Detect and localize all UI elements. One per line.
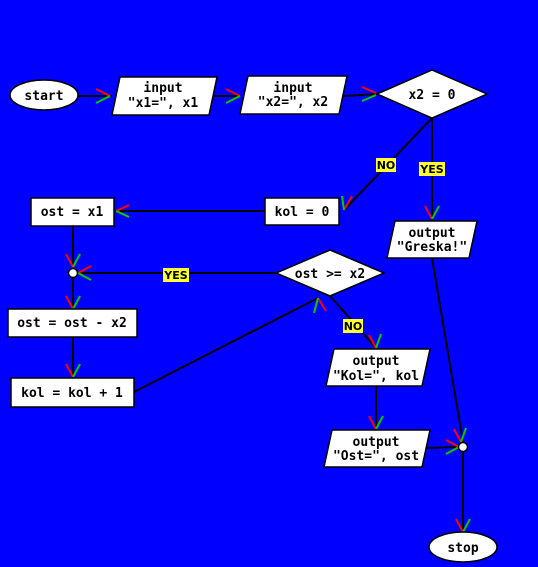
arrowhead-green — [72, 295, 81, 310]
edge-output-ost-to-junction — [423, 446, 460, 449]
start-node: start — [9, 79, 79, 111]
arrowheads — [65, 86, 471, 533]
branch-label-yes-2: YES — [163, 268, 189, 282]
arrowhead-red — [225, 88, 241, 97]
edge-output-greska-to-junction — [431, 257, 464, 443]
condition-ost-ge-node: ost >= x2 — [274, 249, 386, 297]
input-x2-expression: "x2=", x2 — [258, 95, 328, 110]
ost-update-node: ost = ost - x2 — [7, 308, 138, 338]
condition-x2-zero-label: x2 = 0 — [409, 88, 456, 103]
arrowhead-red — [368, 334, 377, 349]
arrowhead-green — [462, 518, 471, 533]
arrowhead-red — [453, 428, 462, 443]
edge-input-x2-to-condition — [343, 93, 379, 97]
output-ost-expression: "Ost=", ost — [333, 449, 419, 464]
arrowhead-red — [317, 297, 327, 312]
arrowhead-green — [313, 297, 319, 314]
arrowhead-green — [225, 95, 241, 104]
arrowhead-green — [460, 427, 467, 443]
input-x1-node: input "x1=", x1 — [111, 76, 218, 116]
output-ost-node: output "Ost=", ost — [323, 429, 431, 468]
stop-node: stop — [428, 531, 498, 563]
arrowhead-red — [445, 439, 460, 448]
start-label: start — [24, 89, 63, 104]
arrowhead-green — [72, 363, 81, 378]
arrowhead-red — [424, 205, 433, 220]
kol-update-label: kol = kol + 1 — [21, 386, 123, 401]
arrowhead-red — [343, 195, 353, 211]
output-kol-keyword: output — [353, 354, 400, 369]
branch-label-yes-1: YES — [419, 162, 445, 176]
arrowhead-red — [115, 204, 130, 212]
output-kol-node: output "Kol=", kol — [325, 348, 431, 387]
kol-init-node: kol = 0 — [264, 197, 340, 226]
branch-label-no-1: NO — [376, 158, 396, 172]
branch-label-text: NO — [377, 159, 396, 172]
arrowhead-red — [65, 295, 74, 310]
arrowhead-red — [361, 86, 377, 94]
input-x2-keyword: input — [273, 81, 312, 96]
arrowhead-green — [77, 272, 92, 281]
branch-label-text: YES — [163, 269, 187, 282]
arrowhead-green — [115, 210, 130, 218]
input-x2-node: input "x2=", x2 — [239, 75, 348, 115]
arrowhead-red — [65, 253, 74, 268]
arrowhead-green — [375, 415, 384, 430]
arrowhead-green — [431, 205, 440, 220]
output-greska-message: "Greska!" — [397, 240, 467, 255]
arrowhead-red — [455, 518, 464, 533]
branch-label-text: NO — [344, 320, 363, 333]
edge-kol-update-loop-back — [133, 297, 319, 393]
arrowhead-green — [72, 253, 81, 268]
arrowhead-green — [445, 446, 460, 455]
ost-init-node: ost = x1 — [30, 197, 115, 227]
output-greska-keyword: output — [409, 226, 456, 241]
branch-label-no-2: NO — [343, 319, 363, 333]
arrowhead-green — [341, 195, 345, 211]
arrowhead-red — [95, 88, 111, 97]
arrowhead-red — [77, 265, 92, 274]
arrowhead-green — [375, 333, 382, 349]
junction-loop — [67, 267, 79, 279]
ost-update-label: ost = ost - x2 — [17, 316, 127, 331]
junction-end — [457, 441, 469, 453]
ost-init-label: ost = x1 — [41, 205, 104, 220]
kol-init-label: kol = 0 — [275, 205, 330, 220]
branch-label-text: YES — [419, 163, 443, 176]
input-x1-keyword: input — [143, 81, 182, 96]
stop-label: stop — [447, 541, 478, 556]
input-x1-expression: "x1=", x1 — [128, 96, 199, 111]
condition-x2-zero-node: x2 = 0 — [375, 69, 489, 119]
output-greska-node: output "Greska!" — [386, 220, 478, 259]
condition-ost-ge-label: ost >= x2 — [295, 267, 365, 282]
output-kol-expression: "Kol=", kol — [333, 369, 419, 384]
kol-update-node: kol = kol + 1 — [10, 377, 135, 408]
output-ost-keyword: output — [353, 435, 400, 450]
arrowhead-green — [95, 95, 111, 104]
arrowhead-green — [361, 94, 377, 102]
arrowhead-red — [368, 415, 377, 430]
arrowhead-red — [65, 363, 74, 378]
